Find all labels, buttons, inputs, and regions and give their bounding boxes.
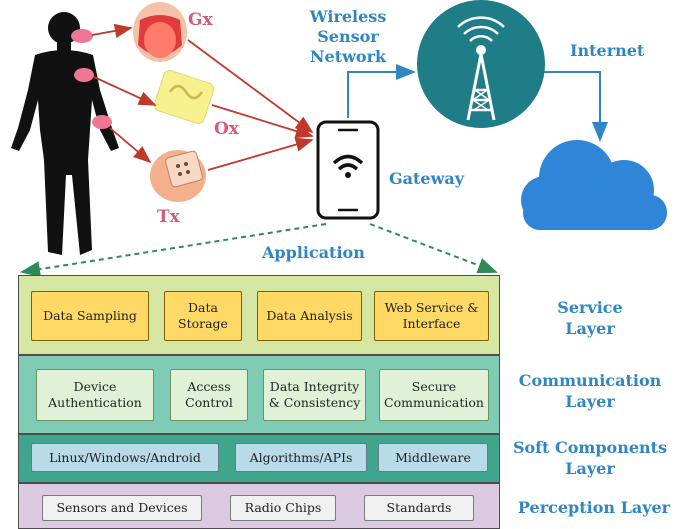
wrist-sensor-marker bbox=[92, 115, 112, 129]
gx-label: Gx bbox=[188, 10, 213, 30]
chest-sensor-marker bbox=[74, 68, 94, 82]
application-left-dashed-arrow bbox=[20, 223, 327, 278]
application-label: Application bbox=[262, 243, 365, 262]
tx-label: Tx bbox=[157, 207, 180, 227]
band-to-gateway-arrow bbox=[207, 137, 314, 171]
radio-chips-box: Radio Chips bbox=[230, 495, 336, 521]
wrist-to-band-arrow bbox=[109, 127, 152, 164]
data-integrity-box: Data Integrity& Consistency bbox=[263, 369, 366, 421]
tongue-to-gateway-arrow bbox=[187, 39, 314, 134]
application-right-dashed-arrow bbox=[369, 223, 498, 274]
algorithms-apis-box: Algorithms/APIs bbox=[235, 443, 367, 472]
internet-cloud-icon bbox=[521, 140, 667, 230]
mouth-to-tongue-arrow bbox=[91, 23, 133, 38]
sensors-devices-box: Sensors and Devices bbox=[42, 495, 202, 521]
ox-label: Ox bbox=[214, 119, 239, 139]
perception-layer-label: Perception Layer bbox=[517, 498, 671, 517]
os-platforms-box: Linux/Windows/Android bbox=[31, 443, 219, 472]
perception-layer-band: Sensors and Devices Radio Chips Standard… bbox=[18, 483, 500, 529]
data-analysis-box: Data Analysis bbox=[257, 291, 362, 341]
gateway-label: Gateway bbox=[389, 169, 465, 188]
wsn-label: Wireless Sensor Network bbox=[309, 7, 387, 66]
mouth-sensor-marker bbox=[71, 29, 93, 43]
soft-components-layer-band: Linux/Windows/Android Algorithms/APIs Mi… bbox=[18, 434, 500, 483]
human-body-icon bbox=[11, 12, 119, 255]
wireless-tower-icon bbox=[417, 0, 545, 128]
sweat-patch-sensor-icon bbox=[153, 70, 215, 124]
standards-box: Standards bbox=[364, 495, 474, 521]
gateway-phone-icon bbox=[316, 120, 380, 220]
wristband-sensor-icon bbox=[150, 150, 206, 202]
wsn-to-cloud-arrow bbox=[544, 71, 608, 142]
patch-to-gateway-arrow bbox=[211, 104, 314, 139]
web-service-interface-box: Web Service &Interface bbox=[374, 291, 489, 341]
chest-to-patch-arrow bbox=[93, 76, 157, 106]
tongue-sensor-icon bbox=[133, 2, 187, 62]
internet-label: Internet bbox=[570, 41, 645, 60]
data-sampling-box: Data Sampling bbox=[31, 291, 149, 341]
middleware-box: Middleware bbox=[378, 443, 488, 472]
gateway-to-wsn-arrow bbox=[347, 64, 416, 118]
